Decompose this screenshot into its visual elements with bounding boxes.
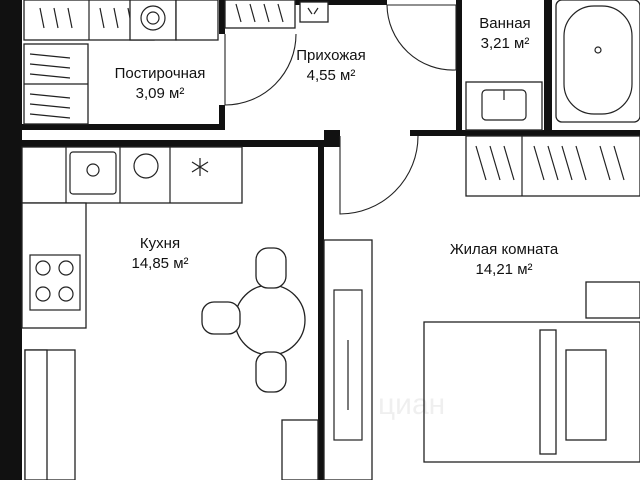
- room-area: 14,85 м²: [131, 255, 189, 272]
- room-name: Прихожая: [296, 47, 366, 64]
- room-label-storage: Постирочная 3,09 м²: [100, 64, 220, 104]
- room-name: Жилая комната: [449, 241, 559, 258]
- watermark: циан: [378, 388, 446, 421]
- room-area: 3,09 м²: [135, 85, 185, 102]
- kitchen-furniture: [21, 146, 319, 480]
- hallway-furniture: [224, 0, 457, 106]
- living-furniture: [323, 135, 640, 480]
- room-area: 14,21 м²: [475, 261, 533, 278]
- room-name: Ванная: [479, 15, 531, 32]
- room-area: 3,21 м²: [480, 35, 530, 52]
- room-name: Постирочная: [114, 65, 206, 82]
- bathroom-fixtures: [465, 0, 640, 131]
- room-label-kitchen: Кухня 14,85 м²: [110, 234, 210, 274]
- room-label-hallway: Прихожая 4,55 м²: [276, 46, 386, 86]
- room-label-bathroom: Ванная 3,21 м²: [460, 14, 550, 54]
- room-name: Кухня: [139, 235, 181, 252]
- storage-closets: [23, 0, 219, 125]
- room-area: 4,55 м²: [306, 67, 356, 84]
- room-label-living: Жилая комната 14,21 м²: [424, 240, 584, 280]
